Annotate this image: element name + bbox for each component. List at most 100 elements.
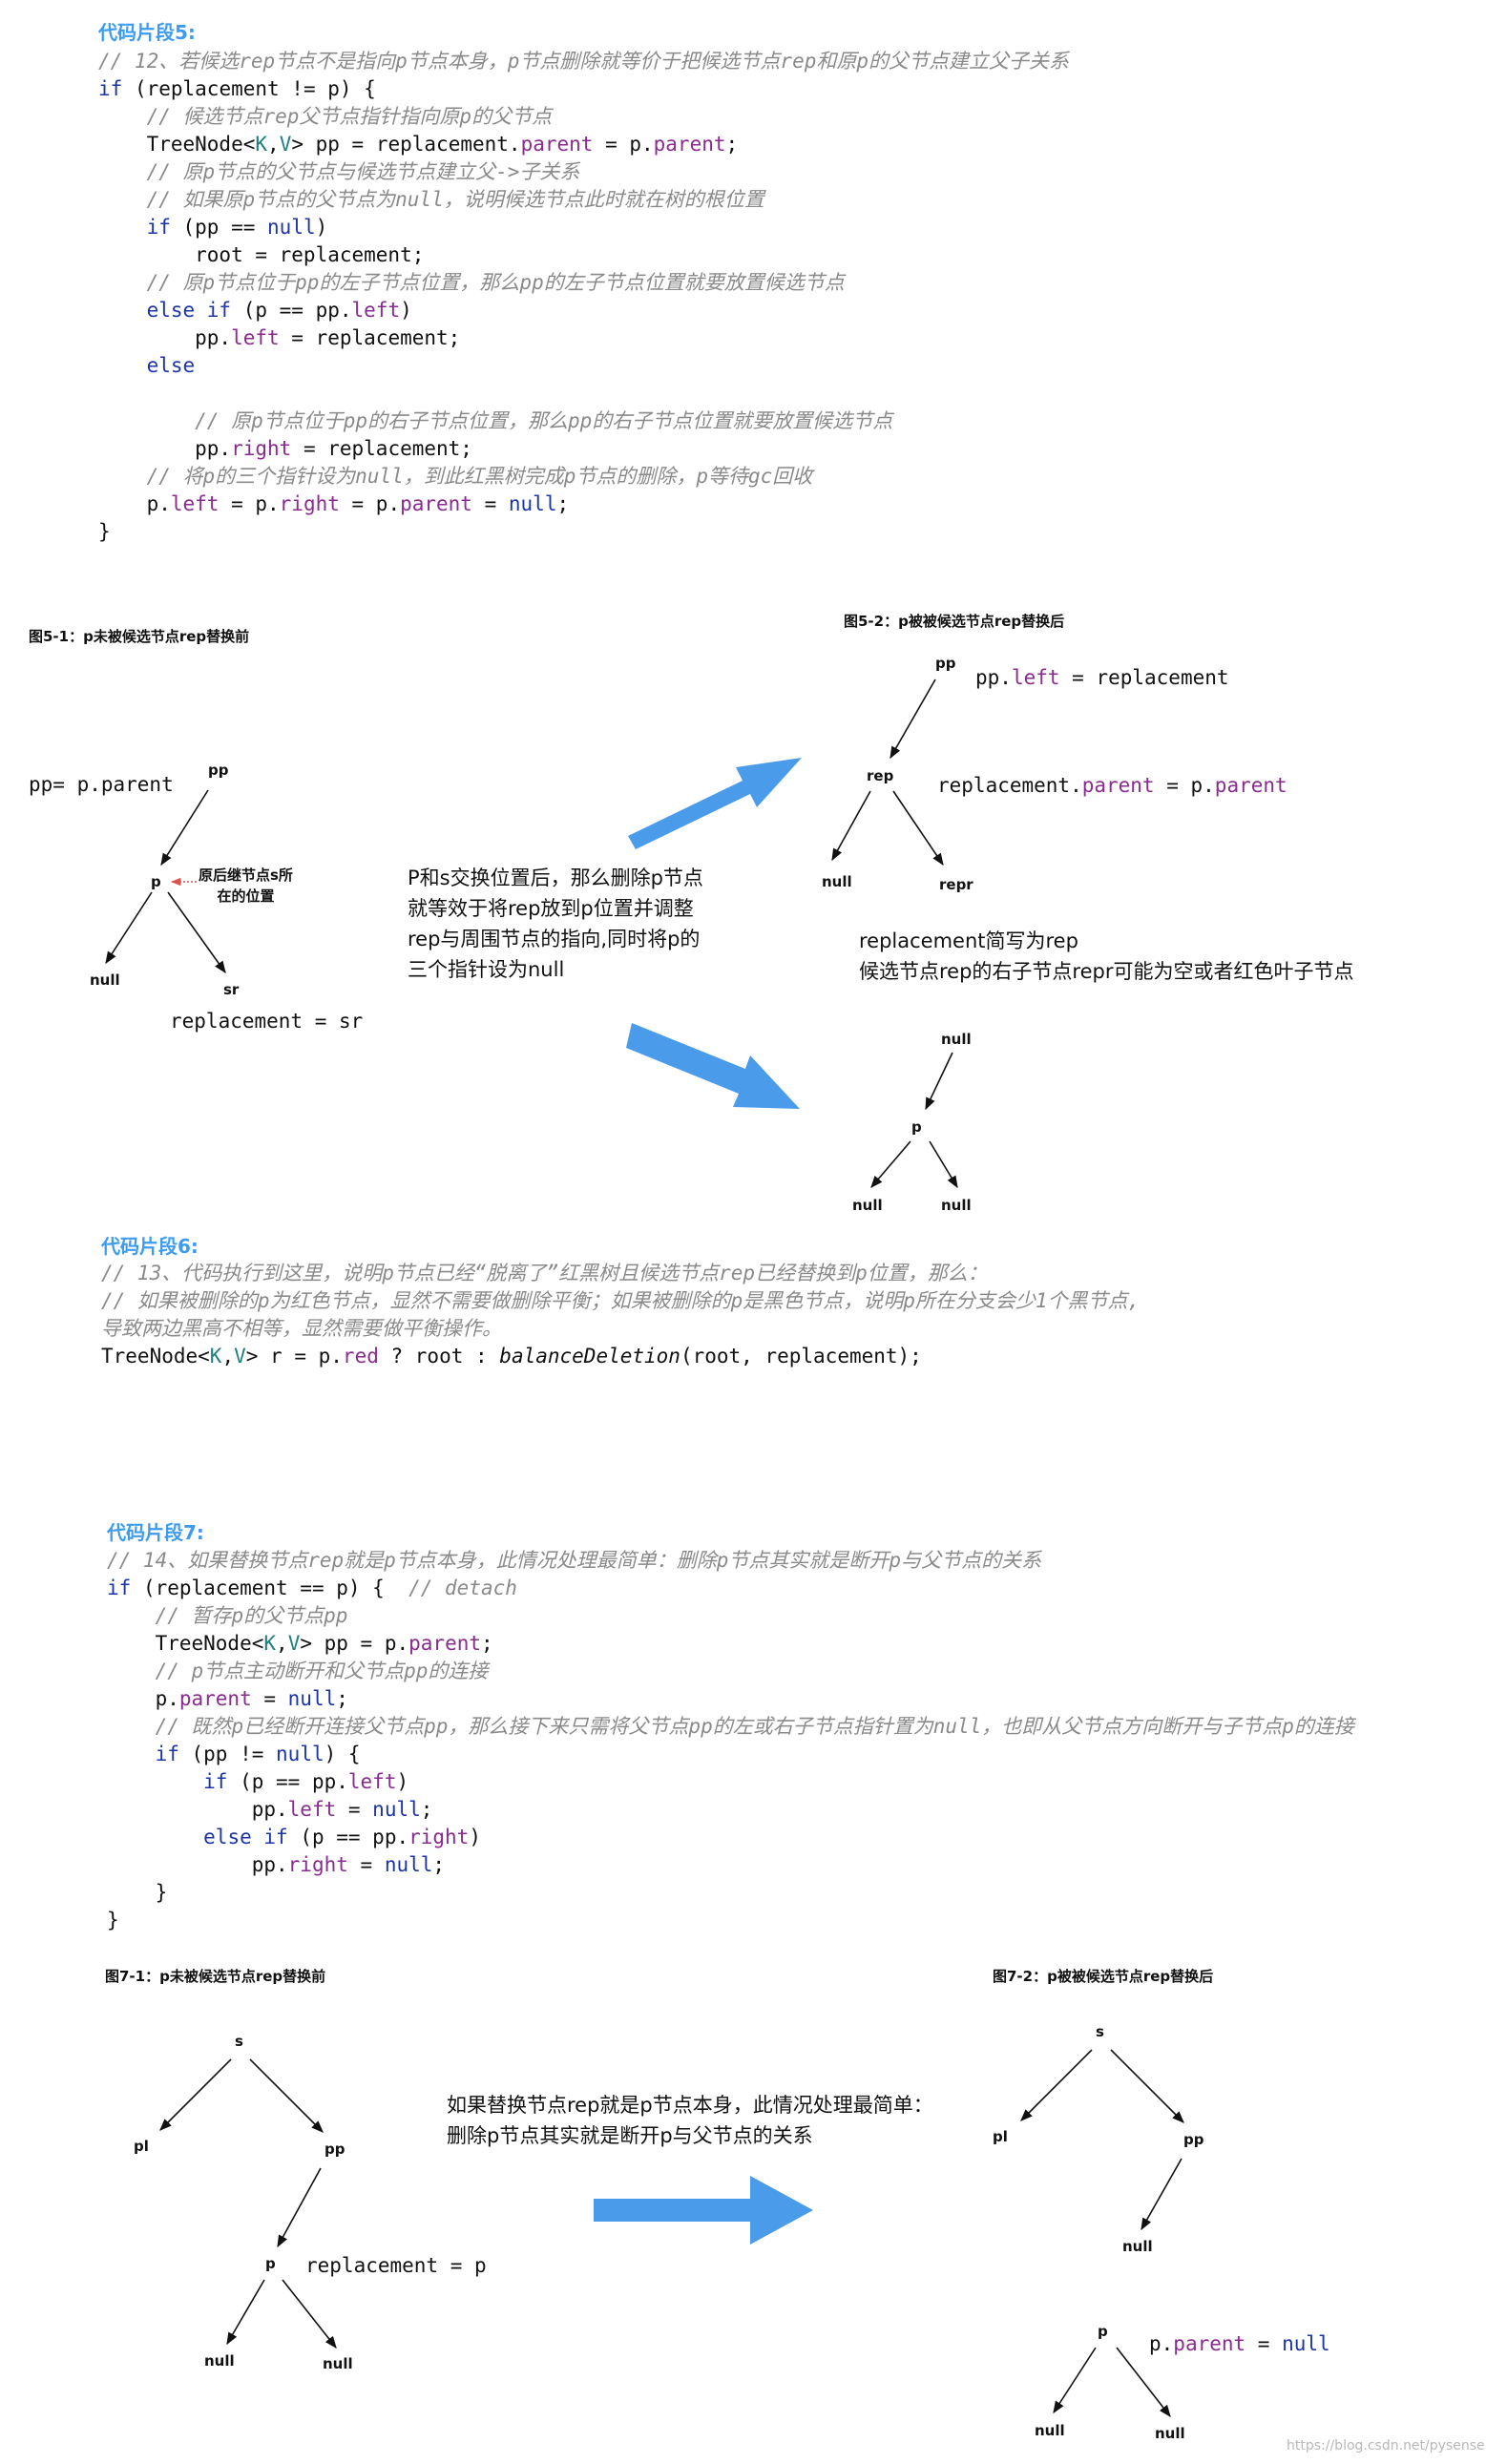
fig7-r-node-pl: pl [993, 2128, 1008, 2145]
edge7r-s-pp [1110, 2049, 1184, 2123]
fig5-b-node-null-top: null [941, 1031, 972, 1048]
edge-r-rep-repr [892, 790, 944, 867]
code-line: pp.left = null; [107, 1798, 433, 1821]
fig5-node-pp: pp [208, 762, 229, 779]
code-line: // 12、若候选rep节点不是指向p节点本身，p节点删除就等价于把候选节点re… [98, 50, 1069, 73]
edge-p-sr [167, 891, 226, 974]
fig7-r-node-null-left: null [1035, 2422, 1065, 2439]
snippet7-code: // 14、如果替换节点rep就是p节点本身，此情况处理最简单：删除p节点其实就… [107, 1547, 1354, 1934]
edge7-pp-p [277, 2167, 322, 2248]
fig5-pp-eq: pp= p.parent [29, 773, 174, 796]
edge7-p-null-l [226, 2279, 265, 2346]
fig5-r-node-repr: repr [939, 876, 973, 893]
code-line: // 如果原p节点的父节点为null，说明候选节点此时就在树的根位置 [146, 188, 764, 211]
code-line: // 候选节点rep父节点指针指向原p的父节点 [146, 105, 553, 128]
fig5-r-rep-parent: replacement.parent = p.parent [937, 774, 1287, 797]
fig7-middle-text: 如果替换节点rep就是p节点本身，此情况处理最简单： 删除p节点其实就是断开p与… [447, 2094, 933, 2147]
fig7-node-pp: pp [324, 2140, 345, 2158]
code-line: // 暂存p的父节点pp [155, 1604, 348, 1627]
fig7-replacement-p: replacement = p [305, 2254, 487, 2277]
code-line: p.parent = null; [107, 1687, 348, 1710]
code-line: pp.right = null; [107, 1853, 446, 1876]
edge-b-null-p [925, 1052, 953, 1111]
code-line: TreeNode<K,V> pp = replacement.parent = … [98, 133, 739, 156]
code-line: if (pp == null) [146, 216, 328, 239]
blue-arrow-right [594, 2176, 813, 2245]
fig7-node-pl: pl [134, 2138, 149, 2155]
fig7-2-caption: 图7-2：p被被候选节点rep替换后 [993, 1968, 1214, 1985]
edge7-s-pl [159, 2058, 232, 2131]
fig5-replacement-sr: replacement = sr [170, 1010, 364, 1033]
fig5-b-node-p: p [911, 1118, 922, 1136]
fig5-node-null: null [90, 971, 120, 989]
fig5-r-pp-left: pp.left = replacement [975, 666, 1229, 689]
code-line: TreeNode<K,V> pp = p.parent; [107, 1632, 493, 1655]
snippet5-title: 代码片段5: [98, 21, 196, 44]
code-line: else if (p == pp.right) [203, 1826, 481, 1848]
blue-arrow-up [628, 758, 802, 849]
fig5-pp-eq-label: pp= p.parent [29, 773, 174, 796]
fig5-middle-text: P和s交换位置后，那么删除p节点 就等效于将rep放到p位置并调整 rep与周围… [408, 867, 703, 981]
code-line: // 如果被删除的p为红色节点，显然不需要做删除平衡；如果被删除的p是黑色节点，… [101, 1289, 1141, 1312]
edge-b-p-null-r [929, 1140, 958, 1189]
edge7r-s-pl [1020, 2049, 1093, 2121]
fig7-node-null-left: null [204, 2352, 235, 2370]
code-line: root = replacement; [98, 243, 425, 266]
fig5-r-node-pp: pp [935, 655, 956, 672]
fig7-r-node-pp: pp [1183, 2131, 1204, 2148]
edge-b-p-null-l [870, 1140, 911, 1188]
code-line: if (replacement != p) { [98, 77, 376, 100]
blue-arrow-down [626, 1023, 800, 1109]
code-line: } [107, 1909, 119, 1932]
fig7-r-node-p: p [1098, 2323, 1108, 2340]
fig5-sr-note: 原后继节点s所 在的位置 [199, 867, 293, 905]
fig5-node-p: p [151, 873, 161, 890]
code-line: // 14、如果替换节点rep就是p节点本身，此情况处理最简单：删除p节点其实就… [107, 1549, 1042, 1572]
fig5-1-caption: 图5-1：p未被候选节点rep替换前 [29, 628, 250, 645]
snippet6-code: // 13、代码执行到这里，说明p节点已经“脱离了”红黑树且候选节点rep已经替… [101, 1260, 1140, 1370]
code-line: if (pp != null) { [155, 1743, 361, 1765]
snippet6-title: 代码片段6: [101, 1235, 199, 1258]
edge7-p-null-r [282, 2279, 337, 2349]
code-line: } [98, 520, 111, 543]
edge-r-rep-null [831, 790, 871, 862]
fig7-node-s: s [235, 2033, 243, 2050]
snippet5-code: // 12、若候选rep节点不是指向p节点本身，p节点删除就等价于把候选节点re… [98, 48, 1069, 546]
snippet7-title: 代码片段7: [107, 1521, 204, 1544]
edge7r-p-null-l [1053, 2347, 1097, 2414]
fig7-1-caption: 图7-1：p未被候选节点rep替换前 [105, 1968, 326, 1985]
code-line: else if (p == pp.left) [146, 299, 412, 322]
code-line: else [146, 354, 196, 377]
code-line: if (p == pp.left) [203, 1770, 409, 1793]
fig5-r-node-null: null [822, 873, 852, 890]
edge7-s-pp [249, 2058, 324, 2133]
fig5-b-node-null-right: null [941, 1197, 972, 1214]
fig7-r-node-null-right: null [1155, 2425, 1185, 2442]
edge-pp-p [160, 789, 209, 867]
fig7-r-p-parent: p.parent = null [1149, 2332, 1330, 2355]
fig5-2-caption: 图5-2：p被被候选节点rep替换后 [844, 613, 1065, 630]
edge-p-null [105, 891, 153, 965]
code-line: // 既然p已经断开连接父节点pp，那么接下来只需将父节点pp的左或右子节点指针… [155, 1715, 1354, 1738]
code-line: // 原p节点的父节点与候选节点建立父->子关系 [146, 160, 580, 183]
code-line: p.left = p.right = p.parent = null; [98, 492, 570, 515]
fig7-r-node-null-pp: null [1122, 2238, 1153, 2255]
edge7r-pp-null [1141, 2158, 1183, 2231]
fig5-b-node-null-left: null [852, 1197, 883, 1214]
code-line: 导致两边黑高不相等，显然需要做平衡操作。 [101, 1317, 502, 1340]
code-line: pp.left = replacement; [98, 326, 461, 349]
code-line: TreeNode<K,V> r = p.red ? root : balance… [101, 1345, 922, 1368]
fig7-r-node-s: s [1096, 2023, 1104, 2040]
edge7r-p-null-r [1116, 2347, 1171, 2418]
code-line: } [107, 1881, 168, 1904]
code-line: // 将p的三个指针设为null，到此红黑树完成p节点的删除，p等待gc回收 [146, 465, 813, 488]
fig7-node-p: p [265, 2255, 276, 2272]
fig7-node-null-right: null [323, 2355, 353, 2372]
watermark: https://blog.csdn.net/pysense [1287, 2438, 1485, 2454]
fig5-r-text: replacement简写为rep 候选节点rep的右子节点repr可能为空或者… [859, 929, 1354, 983]
code-line: // 原p节点位于pp的左子节点位置，那么pp的左子节点位置就要放置候选节点 [146, 271, 845, 294]
edge-r-pp-rep [890, 679, 936, 760]
code-line: if (replacement == p) { // detach [107, 1577, 517, 1599]
code-line: // 13、代码执行到这里，说明p节点已经“脱离了”红黑树且候选节点rep已经替… [101, 1262, 988, 1284]
